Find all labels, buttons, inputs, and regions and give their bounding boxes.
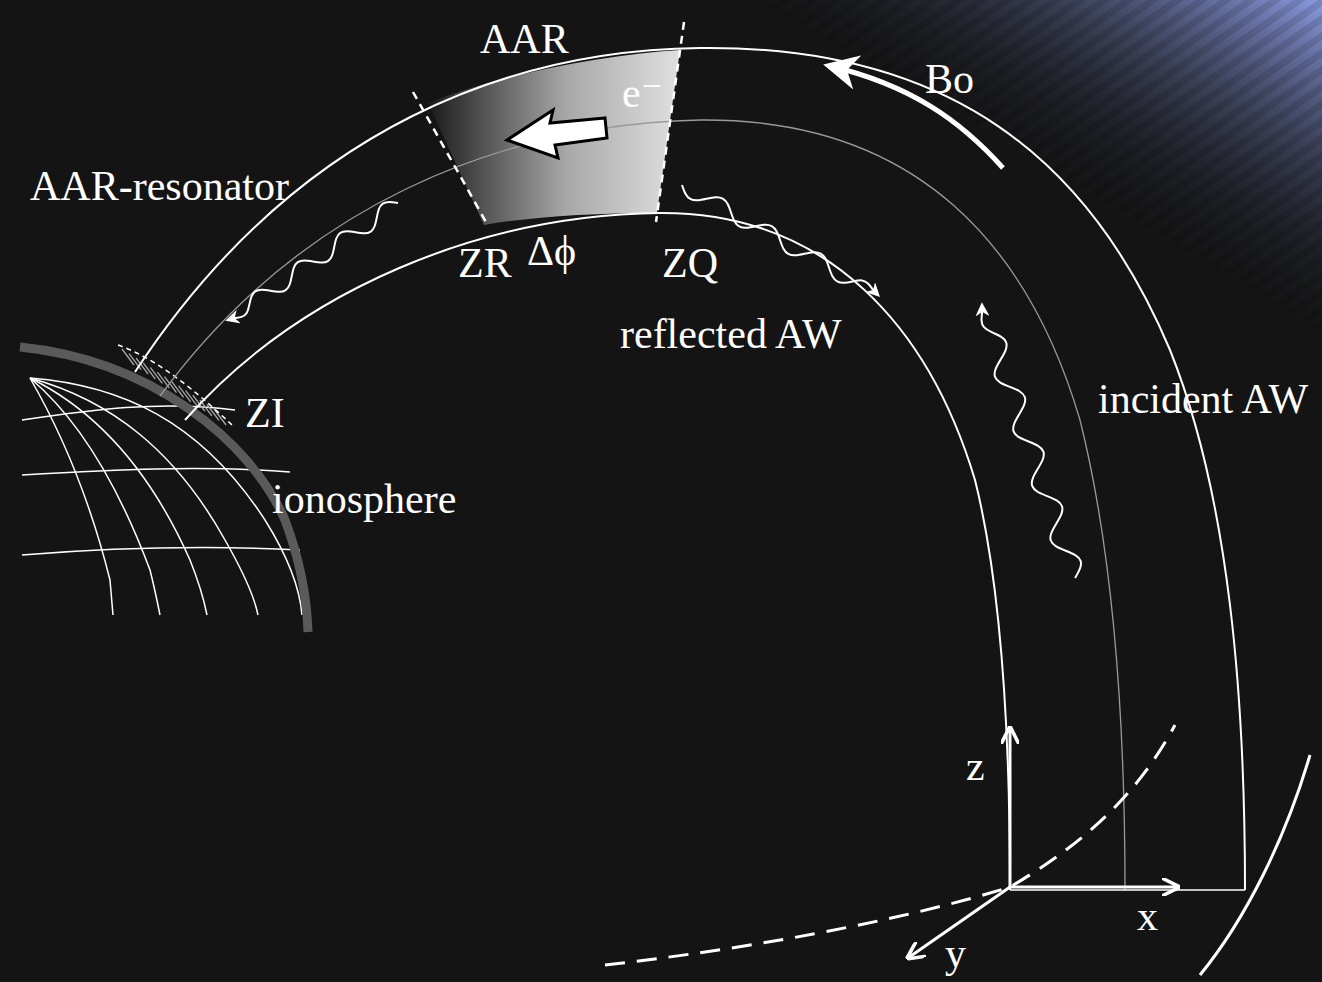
axis-label: x bbox=[1137, 895, 1158, 937]
incident-wave bbox=[982, 305, 1082, 578]
aar-region bbox=[428, 50, 680, 225]
particle-label: e⁻ bbox=[622, 72, 663, 114]
electron-flow-arrow bbox=[507, 110, 607, 158]
field-label: Bo bbox=[925, 58, 974, 100]
region-label: ionosphere bbox=[272, 478, 456, 520]
b0-field-arrow bbox=[830, 66, 1003, 168]
ionosphere-hatching bbox=[122, 349, 226, 425]
potential-label: Δϕ bbox=[527, 230, 576, 272]
corner-gradient bbox=[760, 0, 1322, 330]
boundary-label: ZQ bbox=[662, 242, 718, 284]
zr-boundary bbox=[413, 92, 486, 222]
axis-label: y bbox=[945, 932, 966, 974]
corner-stripes bbox=[760, 0, 1322, 330]
region-label: AAR bbox=[480, 18, 569, 60]
boundary-label: ZI bbox=[245, 392, 285, 434]
flux-tube bbox=[135, 48, 1245, 890]
wave-label: reflected AW bbox=[620, 313, 842, 355]
resonator-wave bbox=[228, 202, 398, 320]
zi-level-line bbox=[118, 345, 232, 425]
earth-limb bbox=[1200, 755, 1310, 975]
earth-grid bbox=[22, 378, 302, 615]
zq-boundary bbox=[656, 22, 684, 222]
region-label: AAR-resonator bbox=[30, 165, 289, 207]
ground-line bbox=[1010, 889, 1245, 891]
boundary-label: ZR bbox=[458, 242, 512, 284]
axes bbox=[908, 728, 1178, 958]
axis-label: z bbox=[966, 745, 985, 787]
wave-label: incident AW bbox=[1098, 378, 1308, 420]
equator-dashed bbox=[605, 725, 1175, 965]
